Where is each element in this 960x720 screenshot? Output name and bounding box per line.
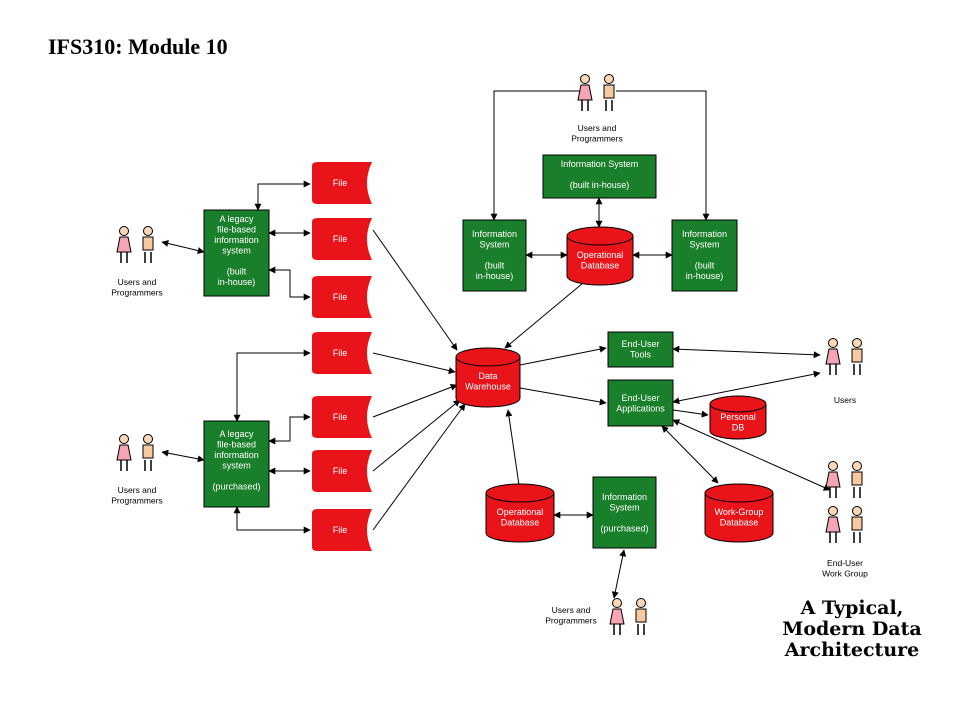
file-label: File: [333, 466, 348, 476]
file-label: File: [333, 412, 348, 422]
connector-arrow: [490, 90, 586, 221]
connector-arrow: [672, 370, 821, 405]
connector-arrow: [504, 282, 584, 349]
connector-arrow: [161, 449, 205, 463]
connector-arrow: [372, 229, 458, 351]
people-pair-workgroup-1: [825, 461, 863, 498]
connector-arrow: [672, 409, 709, 418]
file-6: File: [312, 450, 372, 492]
information-system-top: Information System (built in-house): [542, 154, 657, 199]
file-label: File: [333, 292, 348, 302]
file-label: File: [333, 178, 348, 188]
people-pair-users: [825, 338, 863, 375]
connector-arrow: [505, 409, 520, 486]
connector-arrow: [672, 345, 821, 359]
connector-arrow: [372, 399, 461, 472]
users-label: Users: [834, 395, 856, 405]
file-1: File: [312, 162, 372, 204]
file-label: File: [333, 525, 348, 535]
slide-title: IFS310: Module 10: [48, 34, 228, 59]
connector-arrow: [254, 180, 311, 211]
people-pair-bottom: [609, 598, 647, 635]
connector-arrow: [519, 387, 607, 406]
diagram-caption: A Typical, Modern Data Architecture: [782, 597, 922, 661]
file-4: File: [312, 332, 372, 374]
connector-arrow: [161, 240, 205, 254]
connector-arrow: [661, 425, 719, 484]
people-pair-left-top: [116, 226, 154, 263]
people-pair-left-bottom: [116, 434, 154, 471]
information-system-top-text: Information System (built in-house): [561, 159, 639, 190]
connector-arrow: [372, 352, 456, 374]
people-pair-workgroup-2: [825, 506, 863, 543]
connector-arrow: [519, 345, 607, 366]
file-label: File: [333, 234, 348, 244]
connector-arrow: [268, 266, 311, 301]
connector-arrow: [233, 349, 311, 422]
connector-arrow: [611, 549, 627, 599]
connector-arrow: [672, 419, 831, 491]
connector-arrow: [616, 90, 710, 221]
connector-arrow: [268, 413, 311, 445]
file-7: File: [312, 509, 372, 551]
connector-arrow: [372, 383, 458, 418]
people-group: [116, 74, 863, 635]
people-pair-top: [577, 74, 615, 111]
connector-arrow: [233, 506, 311, 534]
file-label: File: [333, 348, 348, 358]
file-2: File: [312, 218, 372, 260]
connector-lines: [161, 90, 831, 599]
file-3: File: [312, 276, 372, 318]
file-5: File: [312, 396, 372, 438]
connector-arrow: [372, 403, 466, 531]
